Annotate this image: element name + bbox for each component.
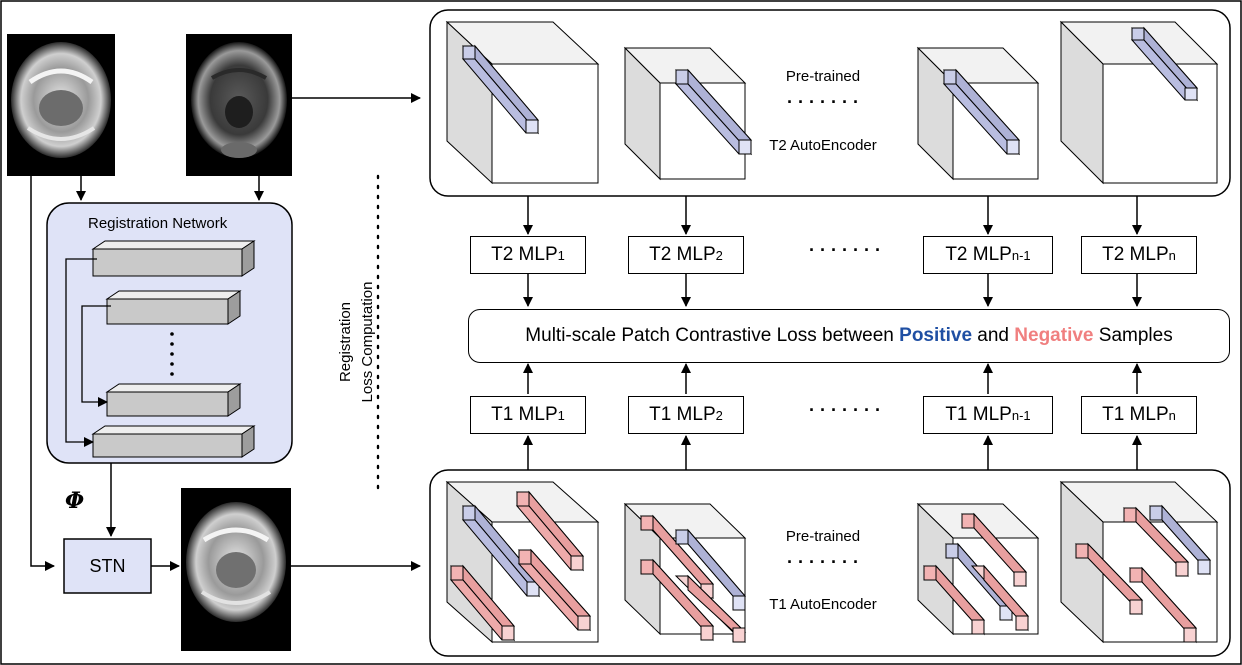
stn-label: STN <box>89 555 126 576</box>
t1-mlp-1-sub: 1 <box>557 407 565 423</box>
phi-symbol: Φ <box>65 488 85 514</box>
t2-mlp-n-1-sub: n-1 <box>1011 247 1031 263</box>
t2-feature-cube-2 <box>623 46 753 181</box>
t1-moving-image <box>7 34 115 176</box>
contrastive-loss-box: Multi-scale Patch Contrastive Loss betwe… <box>468 309 1230 363</box>
t1-mlp-2-sub: 2 <box>715 407 723 423</box>
t2-mlp-n-sub: n <box>1168 247 1176 263</box>
t2-encoder-dots: · · · · · · · <box>787 92 859 112</box>
stn-box <box>63 538 152 594</box>
loss-suffix: Samples <box>1098 325 1173 346</box>
reg-layer-1 <box>91 240 256 277</box>
reg-layer-3 <box>105 383 242 417</box>
registration-network-title: Registration Network <box>88 215 228 232</box>
t2-mlp-2-base: T2 MLP <box>649 244 716 265</box>
t2-mlp-1-base: T2 MLP <box>491 244 558 265</box>
t1-mlp-n-sub: n <box>1168 407 1176 423</box>
skip-connection-inner <box>81 305 111 407</box>
t2-feature-cube-4 <box>1059 20 1219 185</box>
t1-pretrained-label: Pre-trained <box>785 528 861 545</box>
t1-feature-cube-3 <box>916 502 1040 636</box>
t2-pretrained-label: Pre-trained <box>785 68 861 85</box>
t1-encoder-dots: · · · · · · · <box>787 552 859 572</box>
registration-loss-caption: Registration Loss Computation <box>335 247 379 437</box>
t2-feature-cube-3 <box>916 46 1040 181</box>
t1-feature-cube-4 <box>1059 480 1219 644</box>
reg-layer-4 <box>91 425 256 458</box>
t2-mlp-n-1-base: T2 MLP <box>945 244 1012 265</box>
reg-layer-2 <box>105 290 242 325</box>
t1-mlp-n-1-sub: n-1 <box>1011 407 1031 423</box>
caption-line-1: Registration <box>337 301 354 383</box>
loss-negative: Negative <box>1014 325 1094 346</box>
t1-autoencoder-label: T1 AutoEncoder <box>769 596 877 613</box>
t1-warped-image <box>181 488 291 651</box>
loss-positive: Positive <box>899 325 973 346</box>
t1-mlp-n-1-base: T1 MLP <box>945 404 1012 425</box>
arrow-t1-to-stn <box>30 176 55 571</box>
t1-mlp-dots: · · · · · · · <box>809 400 881 420</box>
loss-middle: and <box>977 325 1009 346</box>
t1-mlp-n-base: T1 MLP <box>1102 404 1169 425</box>
t2-mlp-n-base: T2 MLP <box>1102 244 1169 265</box>
t2-autoencoder-label: T2 AutoEncoder <box>769 137 877 154</box>
t2-mlp-1-sub: 1 <box>557 247 565 263</box>
reg-layer-dots <box>170 332 174 376</box>
t2-feature-cube-1 <box>445 20 600 185</box>
t1-mlp-1-base: T1 MLP <box>491 404 558 425</box>
t1-mlp-2-base: T1 MLP <box>649 404 716 425</box>
skip-connection-outer <box>65 258 97 447</box>
loss-prefix: Multi-scale Patch Contrastive Loss betwe… <box>525 325 894 346</box>
t2-mlp-2-sub: 2 <box>715 247 723 263</box>
t1-feature-cube-1 <box>445 480 600 644</box>
t2-mlp-dots: · · · · · · · <box>809 240 881 260</box>
t1-feature-cube-2 <box>623 502 747 644</box>
t2-fixed-image <box>186 34 292 176</box>
caption-line-2: Loss Computation <box>359 281 376 403</box>
